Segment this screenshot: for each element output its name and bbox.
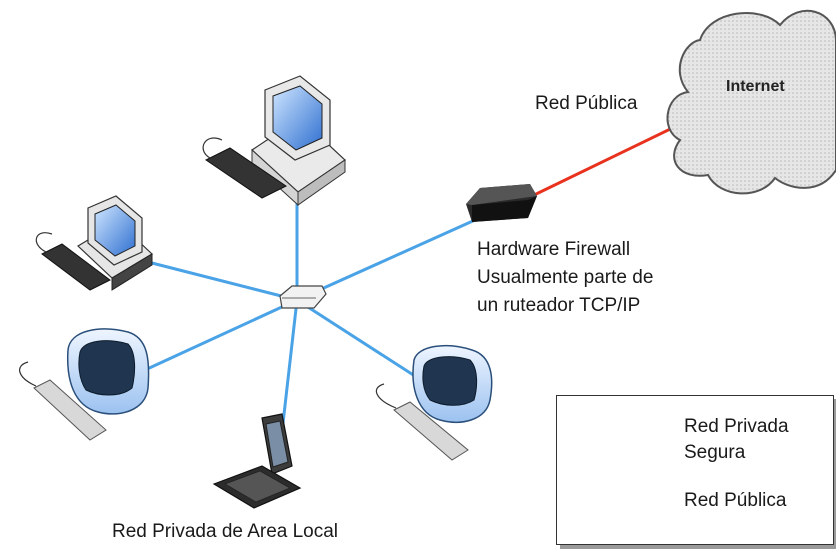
- imac-right: [375, 344, 493, 461]
- link-firewall: [296, 218, 476, 302]
- link-imac-left: [144, 298, 298, 372]
- switch: [279, 285, 327, 309]
- imac-left: [19, 328, 150, 441]
- legend-private-label-line2: Segura: [684, 442, 746, 463]
- link-desktop-left: [147, 260, 298, 302]
- internet-cloud: [666, 9, 836, 195]
- legend-public-label: Red Pública: [684, 490, 787, 511]
- public-network-label: Red Pública: [535, 93, 638, 114]
- private-links: [144, 190, 476, 433]
- firewall-router: [466, 184, 537, 222]
- firewall-label-line3: un ruteador TCP/IP: [477, 295, 641, 316]
- lan-label: Red Privada de Area Local: [112, 521, 339, 542]
- link-imac-right: [296, 298, 419, 380]
- desktop-left: [35, 195, 153, 291]
- desktop-tower: [202, 75, 346, 207]
- legend-private-label-line1: Red Privada: [684, 416, 789, 437]
- link-laptop: [280, 299, 299, 433]
- legend: [556, 395, 834, 545]
- firewall-label-line2: Usualmente parte de: [477, 267, 654, 288]
- firewall-label-line1: Hardware Firewall: [477, 239, 631, 260]
- internet-label: Internet: [726, 78, 785, 95]
- public-link: [529, 116, 694, 199]
- laptop: [212, 413, 302, 509]
